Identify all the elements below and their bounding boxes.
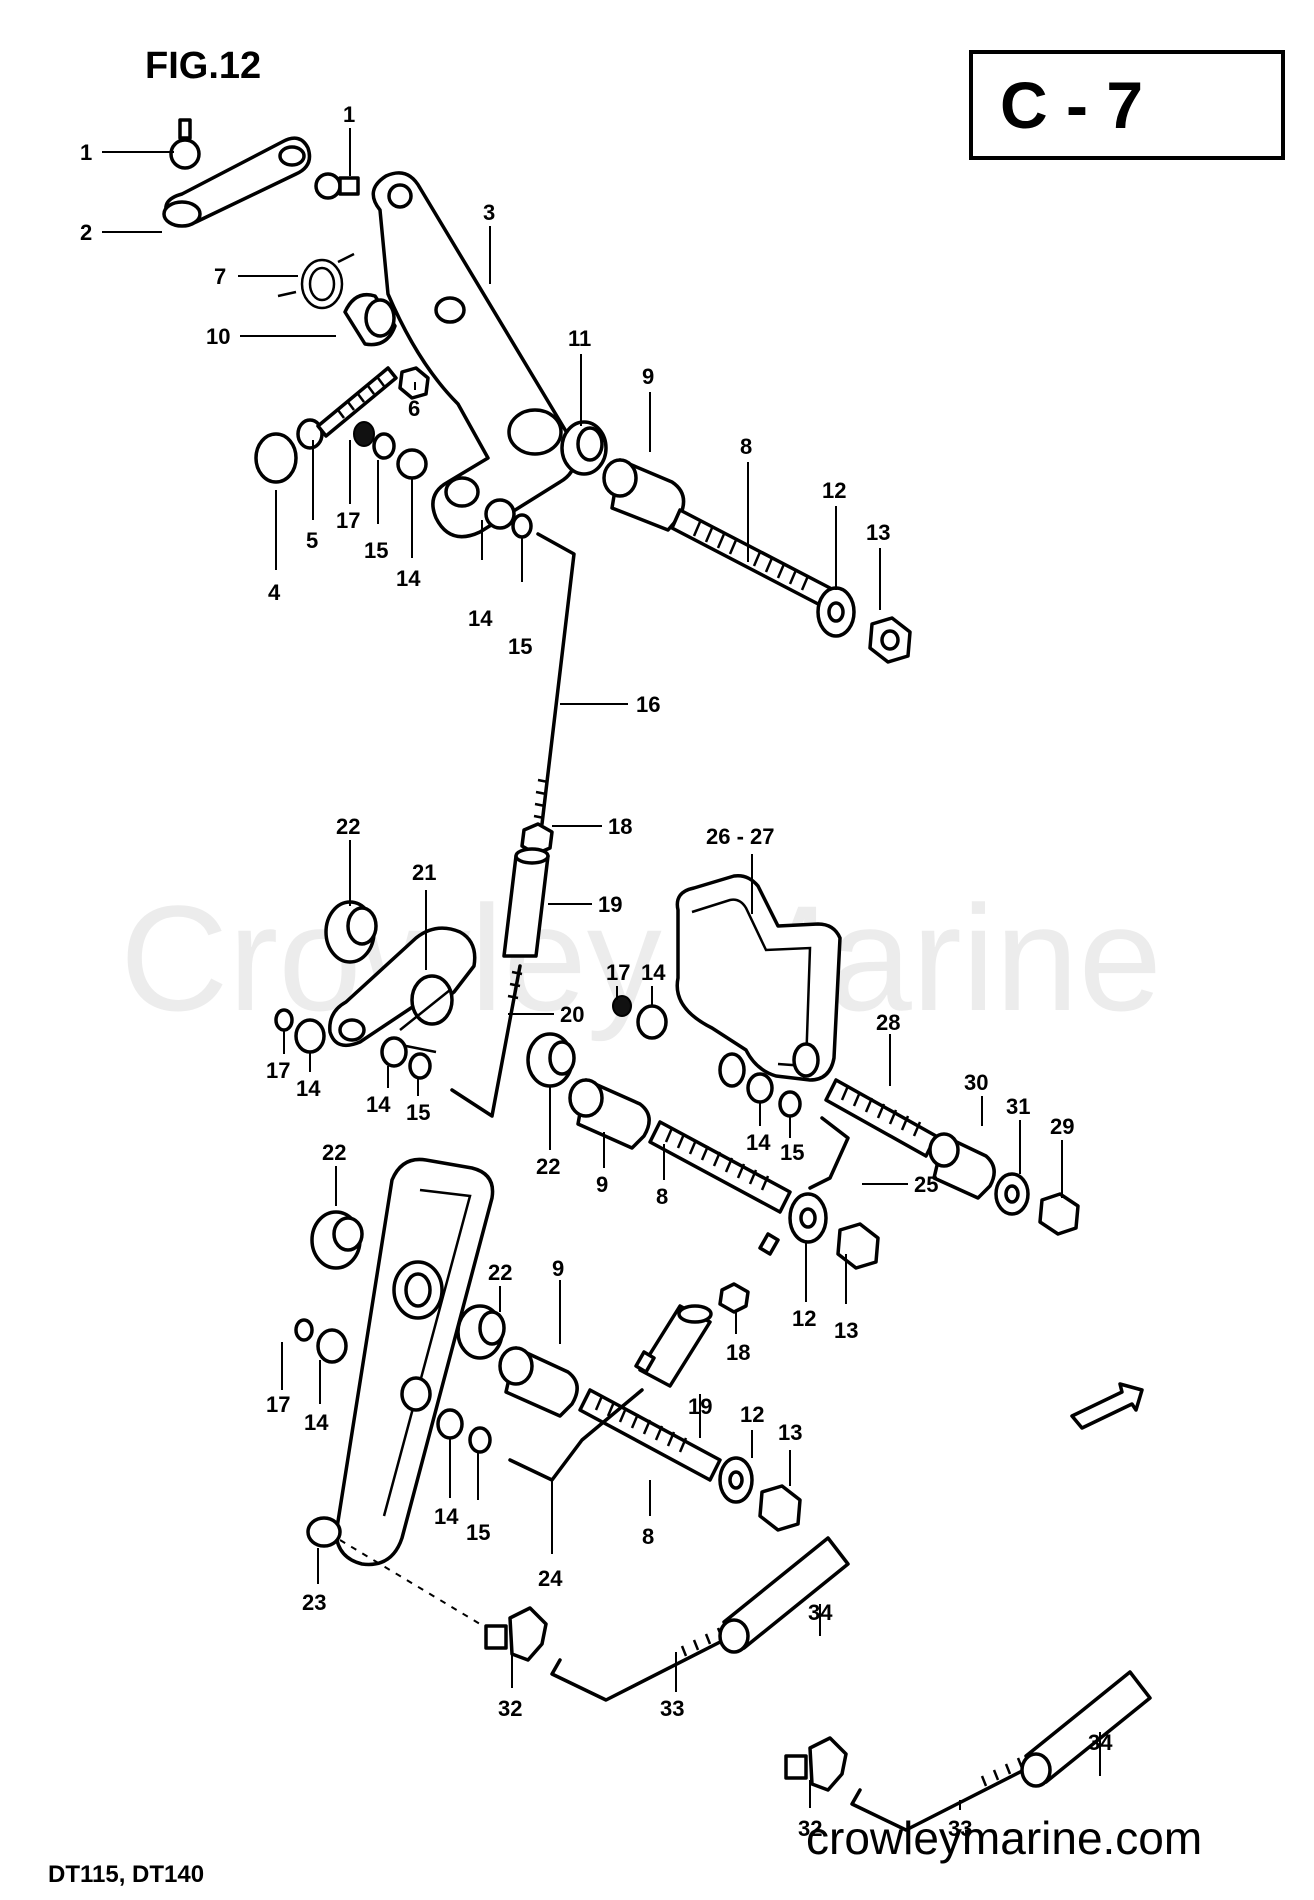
callout-13: 13 xyxy=(834,1318,858,1343)
callout-22: 22 xyxy=(488,1260,512,1285)
callout-5: 5 xyxy=(306,528,318,553)
callout-14: 14 xyxy=(304,1410,329,1435)
callout-18: 18 xyxy=(608,814,632,839)
callout-33: 33 xyxy=(660,1696,684,1721)
callout-15: 15 xyxy=(406,1100,430,1125)
callout-34: 34 xyxy=(808,1600,833,1625)
callout-14: 14 xyxy=(746,1130,771,1155)
callout-24: 24 xyxy=(538,1566,563,1591)
callout-14: 14 xyxy=(641,960,666,985)
middle-lever-assembly xyxy=(274,873,1080,1388)
callout-33: 33 xyxy=(948,1816,972,1841)
callout-9: 9 xyxy=(596,1172,608,1197)
callout-31: 31 xyxy=(1006,1094,1030,1119)
callout-6: 6 xyxy=(408,396,420,421)
callout-9: 9 xyxy=(642,364,654,389)
leader-lines xyxy=(102,128,1101,1810)
website-footer: crowleymarine.com xyxy=(806,1812,1202,1864)
callout-17: 17 xyxy=(336,508,360,533)
callout-29: 29 xyxy=(1050,1114,1074,1139)
callout-12: 12 xyxy=(740,1402,764,1427)
page-code: C - 7 xyxy=(1000,68,1143,142)
callout-9: 9 xyxy=(552,1256,564,1281)
callout-14: 14 xyxy=(296,1076,321,1101)
callout-18: 18 xyxy=(726,1340,750,1365)
callout-7: 7 xyxy=(214,264,226,289)
callout-20: 20 xyxy=(560,1002,584,1027)
callout-30: 30 xyxy=(964,1070,988,1095)
callout-28: 28 xyxy=(876,1010,900,1035)
callout-19: 19 xyxy=(598,892,622,917)
callout-23: 23 xyxy=(302,1590,326,1615)
callout-2: 2 xyxy=(80,220,92,245)
callout-1: 1 xyxy=(343,102,355,127)
callout-8: 8 xyxy=(642,1524,654,1549)
callout-22: 22 xyxy=(536,1154,560,1179)
callout-26-27: 26 - 27 xyxy=(706,824,775,849)
callout-22: 22 xyxy=(336,814,360,839)
callout-21: 21 xyxy=(412,860,436,885)
callout-15: 15 xyxy=(780,1140,804,1165)
callout-1: 1 xyxy=(80,140,92,165)
figure-title: FIG.12 xyxy=(145,45,261,87)
callout-8: 8 xyxy=(740,434,752,459)
callout-14: 14 xyxy=(396,566,421,591)
callout-17: 17 xyxy=(266,1392,290,1417)
callout-14: 14 xyxy=(366,1092,391,1117)
callout-12: 12 xyxy=(792,1306,816,1331)
top-lever-assembly xyxy=(162,118,912,1118)
callout-13: 13 xyxy=(778,1420,802,1445)
callout-8: 8 xyxy=(656,1184,668,1209)
callout-13: 13 xyxy=(866,520,890,545)
callout-16: 16 xyxy=(636,692,660,717)
callout-22: 22 xyxy=(322,1140,346,1165)
callout-3: 3 xyxy=(483,200,495,225)
callout-10: 10 xyxy=(206,324,230,349)
callout-34: 34 xyxy=(1088,1730,1113,1755)
callout-32: 32 xyxy=(798,1816,822,1841)
callout-15: 15 xyxy=(364,538,388,563)
callout-17: 17 xyxy=(606,960,630,985)
callout-15: 15 xyxy=(508,634,532,659)
lower-lever-assembly xyxy=(294,1157,1152,1832)
model-list: DT115, DT140 xyxy=(48,1861,204,1888)
callout-12: 12 xyxy=(822,478,846,503)
callout-14: 14 xyxy=(468,606,493,631)
callout-17: 17 xyxy=(266,1058,290,1083)
page-code-box: C - 7 xyxy=(969,50,1285,160)
callout-labels: 1 1 2 3 7 10 6 4 5 17 15 14 14 15 11 9 8… xyxy=(80,102,1113,1841)
callout-25: 25 xyxy=(914,1172,938,1197)
callout-19: 19 xyxy=(688,1394,712,1419)
callout-15: 15 xyxy=(466,1520,490,1545)
callout-14: 14 xyxy=(434,1504,459,1529)
callout-4: 4 xyxy=(268,580,281,605)
callout-11: 11 xyxy=(568,326,591,351)
callout-32: 32 xyxy=(498,1696,522,1721)
